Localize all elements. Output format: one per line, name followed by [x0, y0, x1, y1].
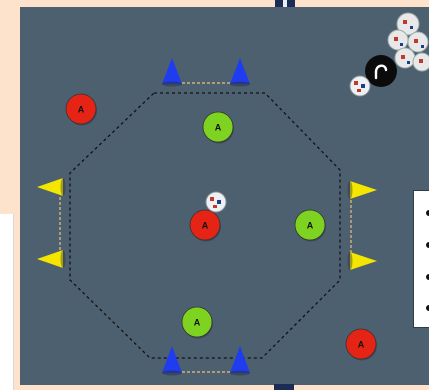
- blue-cone: [162, 58, 182, 87]
- red-player-label: A: [358, 340, 365, 350]
- soccer-ball-icon: [350, 76, 370, 96]
- red-player-marker: A: [346, 329, 377, 361]
- yellow-cone: [37, 250, 66, 268]
- red-player-label: A: [202, 221, 209, 231]
- green-player-marker: A: [182, 307, 213, 339]
- red-player-marker: A: [66, 94, 97, 126]
- balls-layer: [206, 76, 370, 212]
- red-player-marker: A: [190, 210, 221, 242]
- blue-cone: [230, 346, 250, 376]
- blue-cone: [162, 346, 182, 376]
- side-legend-card: [413, 190, 429, 328]
- left-side-panel: [0, 214, 14, 390]
- green-player-label: A: [307, 221, 314, 231]
- yellow-cone: [348, 252, 378, 270]
- blue-cone: [230, 58, 250, 87]
- bottom-edge-marker: [274, 384, 294, 390]
- green-player-marker: A: [203, 112, 234, 144]
- green-player-label: A: [194, 318, 201, 328]
- green-player-label: A: [215, 123, 222, 133]
- pitch-drawing: A A A A A A: [20, 7, 429, 385]
- soccer-ball-icon: [206, 192, 226, 212]
- yellow-cone: [37, 178, 66, 196]
- yellow-cone: [348, 181, 378, 199]
- green-player-marker: A: [295, 210, 326, 242]
- whistle-coach-icon: [365, 55, 397, 87]
- top-edge-marker: [275, 0, 295, 7]
- players-layer: A A A A A A: [66, 94, 377, 361]
- training-pitch: A A A A A A: [20, 7, 429, 385]
- red-player-label: A: [78, 105, 85, 115]
